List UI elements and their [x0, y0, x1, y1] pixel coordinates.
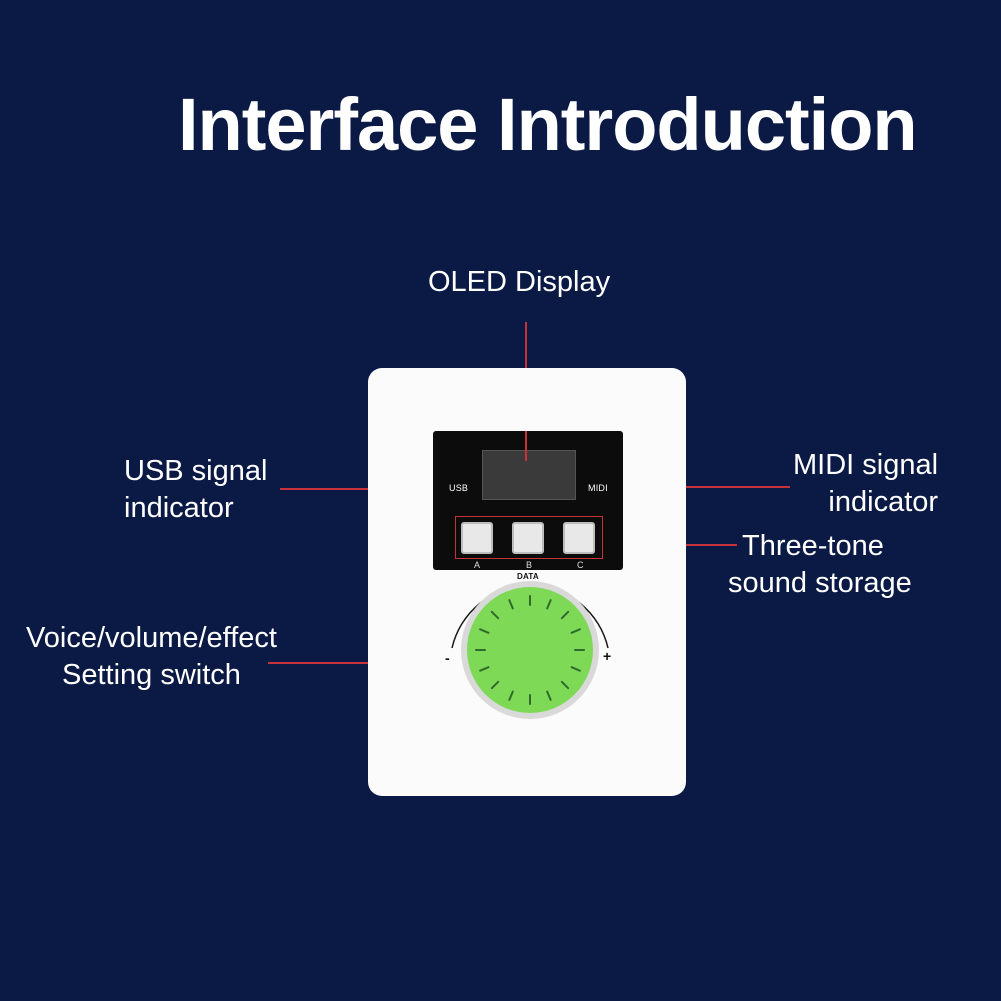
voice-switch-label: Voice/volume/effect Setting switch — [26, 620, 277, 694]
three-tone-line1: Three-tone — [742, 530, 884, 562]
knob-tick — [508, 690, 514, 701]
knob-tick — [490, 680, 500, 690]
knob-minus-label: - — [445, 650, 450, 666]
knob-tick — [570, 666, 581, 672]
tone-button-a-label: A — [474, 560, 481, 570]
midi-label-line2: indicator — [828, 486, 939, 518]
oled-leader-line-inner — [525, 431, 527, 461]
tone-button-b[interactable] — [512, 522, 544, 554]
usb-signal-indicator-label: USB signal indicator — [124, 453, 267, 527]
voice-switch-line2: Setting switch — [62, 659, 241, 691]
knob-tick — [560, 680, 570, 690]
knob-plus-label: + — [603, 648, 612, 664]
knob-tick — [560, 610, 570, 620]
midi-leader-line — [612, 486, 790, 488]
page-title-text: Interface Introduction — [178, 83, 918, 166]
knob-tick — [570, 628, 581, 634]
three-tone-storage-label: Three-tone sound storage — [728, 528, 912, 602]
oled-display-label: OLED Display — [428, 266, 611, 298]
knob-tick — [479, 628, 490, 634]
data-knob-area: DATA - + — [430, 560, 630, 740]
knob-tick — [479, 666, 490, 672]
usb-leader-line — [280, 488, 448, 490]
midi-label-line1: MIDI signal — [793, 449, 939, 481]
knob-tick — [546, 690, 552, 701]
voice-switch-line1: Voice/volume/effect — [26, 622, 277, 654]
midi-indicator-text: MIDI — [588, 483, 608, 493]
three-tone-line2: sound storage — [728, 567, 912, 599]
usb-label-line1: USB signal — [124, 455, 268, 487]
tone-buttons-frame — [455, 516, 603, 559]
usb-indicator-text: USB — [449, 483, 469, 493]
tone-button-b-label: B — [526, 560, 533, 570]
knob-data-label: DATA — [517, 572, 539, 581]
tone-button-c[interactable] — [563, 522, 595, 554]
tone-button-c-label: C — [577, 560, 584, 570]
data-knob-graphic — [451, 581, 609, 719]
knob-tick — [508, 599, 514, 610]
midi-signal-indicator-label: MIDI signal indicator — [793, 447, 938, 521]
knob-ticks — [475, 595, 585, 705]
knob-tick — [490, 610, 500, 620]
tone-button-a[interactable] — [461, 522, 493, 554]
usb-label-line2: indicator — [124, 492, 234, 524]
oled-display — [482, 450, 576, 500]
knob-tick — [546, 599, 552, 610]
